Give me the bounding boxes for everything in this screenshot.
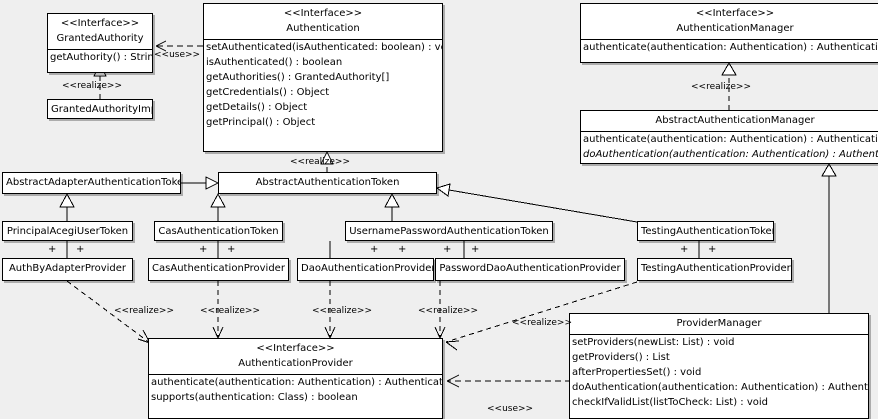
member: authenticate(authentication: Authenticat… <box>583 42 878 53</box>
class-abstract-authentication-manager[interactable]: AbstractAuthenticationManager authentica… <box>580 110 878 164</box>
class-header: <<Interface>> AuthenticationProvider <box>149 339 442 374</box>
member: authenticate(authentication: Authenticat… <box>583 134 878 145</box>
class-abstract-adapter-authentication-token[interactable]: AbstractAdapterAuthenticationToken <box>2 172 181 194</box>
class-abstract-authentication-token[interactable]: AbstractAuthenticationToken <box>218 172 437 194</box>
class-name: AuthenticationManager <box>676 23 794 34</box>
association-multiplicity-marker: + <box>680 244 689 255</box>
class-authentication-manager[interactable]: <<Interface>> AuthenticationManager auth… <box>580 3 878 63</box>
association-multiplicity-marker: + <box>471 244 480 255</box>
member: afterPropertiesSet() : void <box>572 367 702 378</box>
stereotype-label: <<Interface>> <box>256 343 335 354</box>
edge-label-realize-abstract-authentication-token: <<realize>> <box>290 157 350 167</box>
member: supports(authentication: Class) : boolea… <box>151 392 358 403</box>
edge-label-realize-testing-authentication-provider: <<realize>> <box>512 318 572 328</box>
class-cas-authentication-token[interactable]: CasAuthenticationToken <box>154 221 283 241</box>
edge-label-realize-dao-authentication-provider: <<realize>> <box>312 306 372 316</box>
class-username-password-authentication-token[interactable]: UsernamePasswordAuthenticationToken <box>345 221 553 241</box>
class-members: authenticate(authentication: Authenticat… <box>581 39 878 55</box>
member: checkIfValidList(listToCheck: List) : vo… <box>572 397 769 408</box>
edge-label-realize-abstract-authentication-manager: <<realize>> <box>691 82 751 92</box>
class-members: getAuthority() : String <box>48 49 152 65</box>
stereotype-label: <<Interface>> <box>60 18 140 29</box>
member: getDetails() : Object <box>206 102 308 113</box>
class-name: TestingAuthenticationProvider <box>641 263 791 274</box>
class-name: TestingAuthenticationToken <box>641 226 774 237</box>
class-name: PrincipalAcegiUserToken <box>6 226 129 237</box>
member: getPrincipal() : Object <box>206 117 316 128</box>
class-testing-authentication-token[interactable]: TestingAuthenticationToken <box>637 221 774 241</box>
edge-label-realize-auth-by-adapter-provider: <<realize>> <box>114 306 174 316</box>
class-name: ProviderManager <box>676 318 762 329</box>
class-members: setProviders(newList: List) : void getPr… <box>570 334 868 410</box>
association-multiplicity-marker: + <box>443 244 452 255</box>
association-multiplicity-marker: + <box>227 244 236 255</box>
class-name: CasAuthenticationProvider <box>152 263 285 274</box>
member: setProviders(newList: List) : void <box>572 337 735 348</box>
member: getAuthorities() : GrantedAuthority[] <box>206 72 390 83</box>
member: setAuthenticated(isAuthenticated: boolea… <box>206 42 443 53</box>
association-multiplicity-marker: + <box>708 244 717 255</box>
class-cas-authentication-provider[interactable]: CasAuthenticationProvider <box>148 258 289 281</box>
class-dao-authentication-provider[interactable]: DaoAuthenticationProvider <box>297 258 434 281</box>
class-principal-acegi-user-token[interactable]: PrincipalAcegiUserToken <box>2 221 133 241</box>
edge-label-realize-password-dao-authentication-provider: <<realize>> <box>418 306 478 316</box>
class-name: AbstractAuthenticationManager <box>655 115 815 126</box>
class-header: <<Interface>> AuthenticationManager <box>581 4 878 39</box>
edge-label-realize-granted-authority-impl: <<realize>> <box>62 81 122 91</box>
class-provider-manager[interactable]: ProviderManager setProviders(newList: Li… <box>569 313 869 419</box>
class-name: AbstractAdapterAuthenticationToken <box>6 177 181 188</box>
member: getProviders() : List <box>572 352 670 363</box>
class-header: <<Interface>> GrantedAuthority <box>48 14 152 49</box>
association-multiplicity-marker: + <box>76 244 85 255</box>
class-auth-by-adapter-provider[interactable]: AuthByAdapterProvider <box>2 258 133 281</box>
class-authentication[interactable]: <<Interface>> Authentication setAuthenti… <box>203 3 443 152</box>
class-authentication-provider[interactable]: <<Interface>> AuthenticationProvider aut… <box>148 338 443 419</box>
class-name: GrantedAuthorityImpl <box>51 104 153 115</box>
class-name: AbstractAuthenticationToken <box>255 177 400 188</box>
class-granted-authority[interactable]: <<Interface>> GrantedAuthority getAuthor… <box>47 13 153 73</box>
edge-label-use-provider-manager: <<use>> <box>487 404 534 414</box>
class-name: PasswordDaoAuthenticationProvider <box>439 263 621 274</box>
association-multiplicity-marker: + <box>370 244 379 255</box>
member: getAuthority() : String <box>50 52 153 63</box>
class-members: authenticate(authentication: Authenticat… <box>149 374 442 405</box>
class-testing-authentication-provider[interactable]: TestingAuthenticationProvider <box>637 258 792 281</box>
member: authenticate(authentication: Authenticat… <box>151 377 443 388</box>
class-header: <<Interface>> Authentication <box>204 4 442 39</box>
edge-label-realize-cas-authentication-provider: <<realize>> <box>200 306 260 316</box>
class-name: UsernamePasswordAuthenticationToken <box>349 226 549 237</box>
association-multiplicity-marker: + <box>48 244 57 255</box>
member: getCredentials() : Object <box>206 87 330 98</box>
edge-label-use-granted-authority: <<use>> <box>154 50 201 60</box>
class-name: DaoAuthenticationProvider <box>301 263 434 274</box>
member: isAuthenticated() : boolean <box>206 57 343 68</box>
stereotype-label: <<Interface>> <box>695 8 775 19</box>
association-multiplicity-marker: + <box>199 244 208 255</box>
class-granted-authority-impl[interactable]: GrantedAuthorityImpl <box>47 99 153 119</box>
class-members: authenticate(authentication: Authenticat… <box>581 131 878 162</box>
member-abstract: doAuthentication(authentication: Authent… <box>583 149 878 160</box>
class-name: GrantedAuthority <box>56 33 144 44</box>
member: doAuthentication(authentication: Authent… <box>572 382 869 393</box>
class-name: AuthByAdapterProvider <box>8 263 127 274</box>
class-name: CasAuthenticationToken <box>158 226 279 237</box>
class-members: setAuthenticated(isAuthenticated: boolea… <box>204 39 442 130</box>
stereotype-label: <<Interface>> <box>283 8 363 19</box>
class-password-dao-authentication-provider[interactable]: PasswordDaoAuthenticationProvider <box>435 258 625 281</box>
class-name: AuthenticationProvider <box>238 358 353 369</box>
association-multiplicity-marker: + <box>398 244 407 255</box>
class-name: Authentication <box>286 23 360 34</box>
